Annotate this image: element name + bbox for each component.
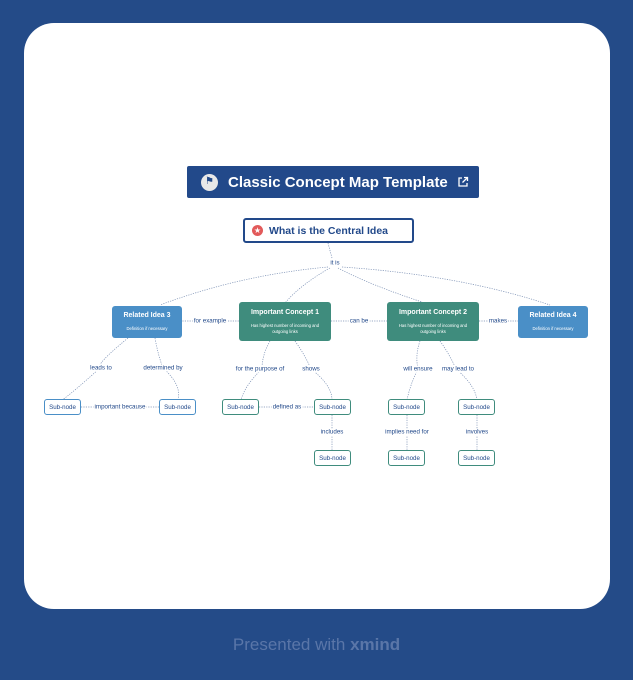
link-label-leads-to: leads to [89, 364, 113, 372]
footer-brand: xmind [350, 635, 401, 654]
link-itis-related4 [341, 266, 551, 306]
link-label-involves: involves [464, 428, 490, 436]
related-idea-4-title: Related Idea 4 [529, 312, 577, 320]
link-itis-related3 [159, 266, 329, 306]
external-link-icon[interactable] [457, 176, 469, 188]
sub-node[interactable]: Sub-node [388, 450, 425, 466]
link-label-it-is: it is [329, 259, 341, 267]
link-central-itis [327, 242, 333, 259]
related-idea-3-title: Related Idea 3 [123, 312, 171, 320]
link-label-can-be: can be [348, 317, 370, 325]
link-label-determined-by: determined by [142, 364, 184, 372]
sub-node[interactable]: Sub-node [458, 399, 495, 415]
concept-2-node[interactable]: Important Concept 2 Has highest number o… [387, 302, 479, 341]
link-itis-concept1 [284, 267, 331, 304]
footer-prefix: Presented with [232, 635, 346, 654]
sub-node[interactable]: Sub-node [159, 399, 196, 415]
sub-node[interactable]: Sub-node [314, 399, 351, 415]
sub-node[interactable]: Sub-node [388, 399, 425, 415]
link-itis-concept2 [337, 267, 426, 304]
link-label-for-the-purpose-of: for the purpose of [234, 365, 286, 373]
link-label-implies-need-for: implies need for [384, 428, 430, 436]
title-bar[interactable]: ⚑ Classic Concept Map Template [187, 166, 479, 198]
link-label-makes: makes [487, 317, 509, 325]
sub-node[interactable]: Sub-node [314, 450, 351, 466]
star-icon: ★ [252, 225, 263, 236]
link-label-defined-as: defined as [271, 403, 303, 411]
related-idea-4-node[interactable]: Related Idea 4 Definition if necessary [518, 306, 588, 338]
link-label-for-example: for example [192, 317, 228, 325]
concept-2-title: Important Concept 2 [398, 309, 468, 317]
sub-node[interactable]: Sub-node [222, 399, 259, 415]
page-title: Classic Concept Map Template [228, 173, 448, 191]
central-idea-label: What is the Central Idea [268, 224, 389, 237]
related-idea-3-node[interactable]: Related Idea 3 Definition if necessary [112, 306, 182, 338]
central-idea-node[interactable]: ★ What is the Central Idea [243, 218, 414, 243]
link-c2-sub6 [406, 340, 421, 401]
link-label-important-because: important because [93, 403, 147, 411]
link-label-will-ensure: will ensure [402, 365, 434, 373]
link-label-shows: shows [301, 365, 321, 373]
sub-node[interactable]: Sub-node [458, 450, 495, 466]
related-idea-3-desc: Definition if necessary [126, 326, 168, 332]
related-idea-4-desc: Definition if necessary [532, 326, 574, 332]
flag-icon: ⚑ [201, 173, 218, 191]
concept-1-desc: Has highest number of incoming and outgo… [250, 323, 320, 334]
concept-1-title: Important Concept 1 [250, 309, 320, 317]
sub-node[interactable]: Sub-node [44, 399, 81, 415]
footer-credit: Presented with xmind [0, 635, 633, 655]
concept-1-node[interactable]: Important Concept 1 Has highest number o… [239, 302, 331, 341]
link-label-may-lead-to: may lead to [441, 365, 475, 373]
link-label-includes: includes [319, 428, 345, 436]
concept-2-desc: Has highest number of incoming and outgo… [398, 323, 468, 334]
